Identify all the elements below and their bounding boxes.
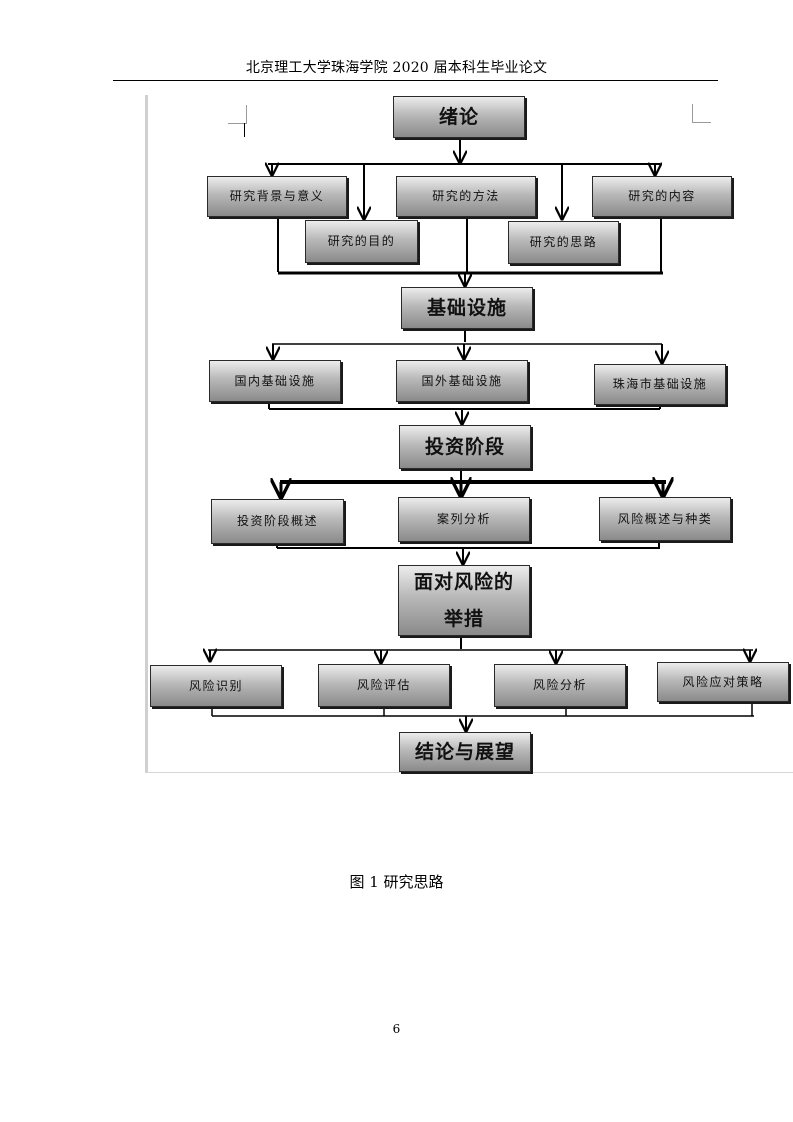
- figure-frame: [145, 95, 793, 773]
- node-foreign-infrastructure: 国外基础设施: [396, 360, 528, 402]
- node-introduction: 绪论: [393, 96, 525, 138]
- node-approach: 研究的思路: [508, 221, 619, 264]
- node-risk-measures: 面对风险的 举措: [398, 565, 530, 636]
- node-content: 研究的内容: [592, 176, 732, 217]
- node-zhuhai-infrastructure: 珠海市基础设施: [594, 364, 726, 405]
- node-investment-stage: 投资阶段: [399, 425, 531, 469]
- node-risk-response: 风险应对策略: [657, 662, 789, 702]
- node-risk-identification: 风险识别: [150, 665, 282, 707]
- text-cursor: [244, 123, 245, 137]
- header-rule: [113, 80, 718, 81]
- node-risk-overview: 风险概述与种类: [599, 497, 731, 541]
- node-case-analysis: 案列分析: [398, 497, 530, 542]
- node-domestic-infrastructure: 国内基础设施: [209, 360, 341, 402]
- node-risk-measures-line1: 面对风险的: [413, 571, 514, 594]
- running-header: 北京理工大学珠海学院 2020 届本科生毕业论文: [245, 60, 548, 76]
- node-conclusion: 结论与展望: [399, 732, 531, 772]
- node-investment-overview: 投资阶段概述: [211, 499, 344, 544]
- node-risk-analysis: 风险分析: [494, 664, 626, 707]
- node-risk-assessment: 风险评估: [318, 664, 450, 707]
- node-purpose: 研究的目的: [305, 220, 418, 263]
- node-infrastructure: 基础设施: [401, 287, 533, 329]
- node-risk-measures-line2: 举措: [443, 607, 484, 630]
- node-method: 研究的方法: [396, 176, 536, 217]
- page-number: 6: [392, 1022, 401, 1036]
- node-background: 研究背景与意义: [207, 176, 347, 217]
- crop-mark-top-right: [692, 104, 711, 123]
- crop-mark-top-left: [228, 105, 247, 124]
- figure-caption: 图 1 研究思路: [349, 873, 444, 891]
